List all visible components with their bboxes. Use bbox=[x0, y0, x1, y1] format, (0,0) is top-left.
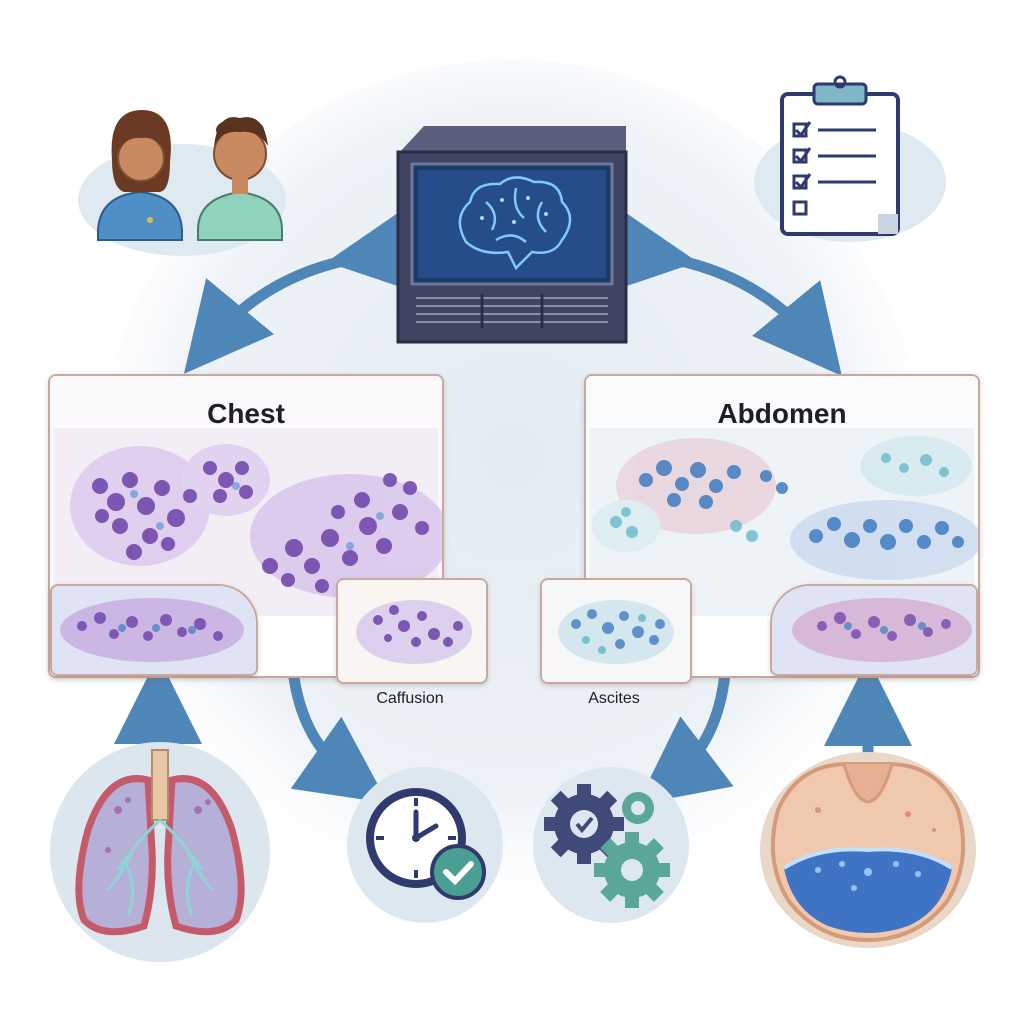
two-people-icon bbox=[78, 80, 288, 260]
chest-cell-clusters bbox=[92, 461, 429, 593]
chest-inset-slide bbox=[50, 584, 258, 676]
abdomen-fluid-icon bbox=[758, 750, 978, 950]
ai-brain-server-icon bbox=[396, 122, 628, 344]
abdomen-cell-clusters bbox=[639, 460, 964, 550]
clock-check-icon bbox=[346, 766, 504, 924]
arrow-server-to-abdomen bbox=[604, 206, 842, 377]
abdomen-inset-detail bbox=[540, 578, 692, 684]
abdomen-inset-slide bbox=[770, 584, 978, 676]
chest-inset-detail bbox=[336, 578, 488, 684]
gears-icon bbox=[532, 766, 690, 924]
lungs-icon bbox=[48, 740, 272, 964]
clipboard-checklist-icon bbox=[746, 74, 946, 244]
abdomen-caption: Ascites bbox=[588, 690, 640, 707]
chest-panel-title: Chest bbox=[207, 398, 285, 429]
abdomen-panel-title: Abdomen bbox=[717, 398, 847, 429]
arrow-server-to-chest bbox=[183, 206, 420, 374]
chest-caption: Caffusion bbox=[376, 690, 444, 707]
